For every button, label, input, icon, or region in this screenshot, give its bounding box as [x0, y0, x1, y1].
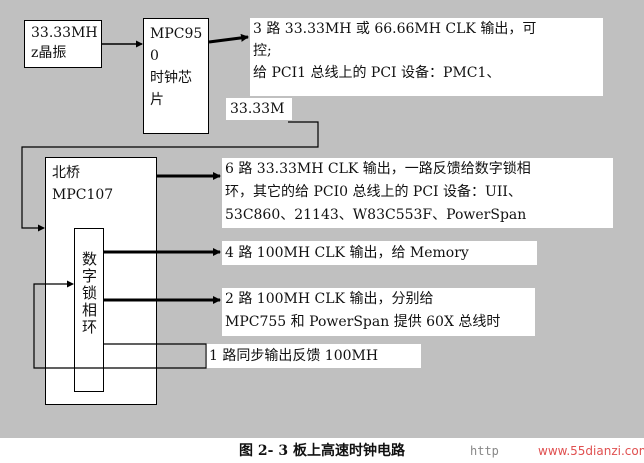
nb-output-text-2: 4 路 100MH CLK 输出，给 Memory — [222, 241, 537, 265]
feedback-text: 1 路同步输出反馈 100MH — [205, 344, 421, 368]
watermark-link[interactable]: www.55dianzi.com — [534, 441, 644, 461]
figure-caption: 图 2- 3 板上高速时钟电路 — [239, 443, 405, 459]
pll-label: 数字锁相环 — [80, 251, 98, 336]
clock-chip-output-text: 3 路 33.33MH 或 66.66MH CLK 输出，可 控; 给 PCI1… — [250, 18, 603, 96]
clock-chip-box: MPC95 0 时钟芯 片 — [143, 18, 209, 134]
oscillator-label: 33.33MH z晶振 — [31, 25, 98, 61]
northbridge-label: 北桥 MPC107 — [52, 165, 114, 203]
clock-chip-label: MPC95 0 时钟芯 片 — [150, 26, 203, 108]
link-label: 33.33M — [226, 98, 292, 120]
nb-output-text-1: 6 路 33.33MH CLK 输出，一路反馈给数字锁相 环，其它的给 PCI0… — [222, 158, 613, 228]
pll-box: 数字锁相环 — [74, 228, 104, 392]
nb-output-text-3: 2 路 100MH CLK 输出，分别给 MPC755 和 PowerSpan … — [222, 288, 535, 336]
oscillator-box: 33.33MH z晶振 — [24, 20, 102, 68]
watermark-http: http — [470, 444, 499, 458]
